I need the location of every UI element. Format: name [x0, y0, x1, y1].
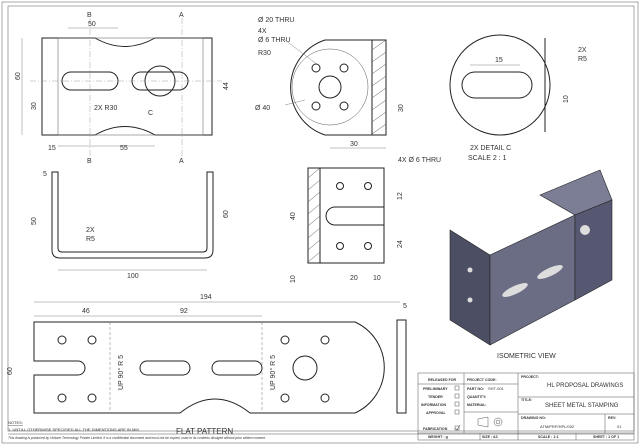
scale: SCALE : 1:1	[538, 435, 559, 439]
dim: 10	[290, 275, 297, 283]
dim: 2X	[578, 47, 587, 54]
drawing-no: ATM/PRP/HPL/002	[540, 424, 575, 429]
bend-note: UP 90° R 5	[269, 355, 277, 390]
callout: Ø 6 THRU	[258, 37, 291, 44]
disclaimer: This drawing is produced by Unilone Tech…	[8, 436, 266, 440]
drawing-frame	[7, 5, 635, 432]
check-icon	[455, 424, 461, 431]
dim: 55	[120, 145, 128, 152]
detail-caption: 2X DETAIL C	[470, 145, 511, 152]
callout: 4X	[258, 28, 267, 35]
checkbox-tender[interactable]	[454, 393, 460, 399]
dim: 44	[223, 82, 230, 90]
dim: 60	[15, 72, 22, 80]
dim: 24	[397, 240, 404, 248]
u-bend-view: 5 50 60 2X R5 100	[31, 171, 230, 280]
dim: 10	[373, 275, 381, 282]
checkbox-information[interactable]	[454, 401, 460, 407]
side-view-top: Ø 20 THRU 4X Ø 6 THRU R30 Ø 40 30 30	[255, 17, 405, 149]
flat-pattern-caption: FLAT PATTERN	[176, 427, 233, 436]
callout: 4X Ø 6 THRU	[398, 157, 441, 164]
project-label: PROJECT:	[521, 375, 539, 379]
weight: WEIGHT : g	[428, 435, 448, 439]
dim: 100	[127, 273, 139, 280]
bend-note: UP 90° R 5	[117, 355, 125, 390]
part-no-label: PART NO:	[467, 387, 484, 391]
checkbox-preliminary[interactable]	[454, 385, 460, 391]
drawing-title: SHEET METAL STAMPING	[545, 403, 619, 409]
material-label: MATERIAL:	[467, 403, 487, 407]
detail-label-c: C	[148, 110, 153, 117]
dim: 60	[7, 367, 14, 375]
section-label-b: B	[87, 12, 92, 19]
dim: 15	[48, 145, 56, 152]
project-name: HL PROPOSAL DRAWINGS	[547, 383, 623, 389]
dim: 5	[43, 171, 47, 178]
section-label-a: A	[179, 158, 184, 165]
detail-scale: SCALE 2 : 1	[468, 155, 507, 162]
dim: R5	[86, 236, 95, 243]
rev-label: REV:	[608, 416, 616, 420]
released-for-label: RELEASED FOR	[428, 378, 457, 382]
detail-c: 15 2X R5 10 2X DETAIL C SCALE 2 : 1	[449, 34, 587, 162]
isometric-caption: ISOMETRIC VIEW	[497, 353, 556, 360]
checklist-label: APPROVAL	[426, 411, 447, 415]
callout: Ø 20 THRU	[258, 17, 294, 24]
release-checklist: PRELIMINARY TENDER INFORMATION APPROVAL …	[421, 385, 461, 431]
checklist-label: FABRICATION	[423, 427, 448, 431]
projection-symbol-icon	[477, 416, 503, 428]
checklist-label: PRELIMINARY	[423, 387, 448, 391]
size: SIZE : A3	[482, 435, 498, 439]
section-label-b: B	[87, 158, 92, 165]
sheet: SHEET : 1 OF 1	[593, 435, 619, 439]
side-view-mid: 4X Ø 6 THRU 40 12 24 10 20 10	[290, 157, 441, 283]
dim: 50	[88, 21, 96, 28]
title-label: TITLE:	[521, 398, 532, 402]
quantity-label: QUANTITY:	[467, 395, 486, 399]
section-label-a: A	[179, 12, 184, 19]
checklist-label: TENDER	[428, 395, 443, 399]
title-block: RELEASED FOR PROJECT CODE: PRELIMINARY T…	[417, 372, 635, 441]
notes: NOTES: 1. UNTILL OTHERWISE SPECIFIED ALL…	[8, 420, 634, 440]
dim: 194	[200, 294, 212, 301]
isometric-view: ISOMETRIC VIEW	[449, 169, 613, 360]
dim: 60	[223, 210, 230, 218]
dim: 50	[31, 217, 38, 225]
dim: 15	[495, 57, 503, 64]
dim: 46	[82, 308, 90, 315]
part-no: SHT-001	[488, 386, 505, 391]
callout: Ø 40	[255, 105, 270, 112]
checklist-label: INFORMATION	[421, 403, 446, 407]
dim: 92	[180, 308, 188, 315]
dim: 30	[398, 104, 405, 112]
dim: 10	[563, 95, 570, 103]
dim: 2X	[86, 227, 95, 234]
front-view: B A B A C 50 60 30 44 2X R30 15 55	[15, 12, 230, 165]
callout: R30	[258, 50, 271, 57]
project-code-label: PROJECT CODE:	[467, 378, 497, 382]
dim: 30	[31, 102, 38, 110]
checkbox-approval[interactable]	[454, 409, 460, 415]
notes-heading: NOTES:	[8, 420, 23, 425]
rev: 01	[617, 424, 622, 429]
dim: 12	[397, 192, 404, 200]
dim: 2X R30	[94, 105, 117, 112]
drawing-no-label: DRAWING NO:	[521, 416, 546, 420]
dim: 30	[350, 141, 358, 148]
flat-pattern: 194 46 92 5 60 UP 90° R 5 UP 90° R 5 FLA…	[7, 294, 407, 436]
dim: 40	[290, 212, 297, 220]
dim: 20	[350, 275, 358, 282]
note-item: 1. UNTILL OTHERWISE SPECIFIED ALL THE DI…	[8, 427, 139, 432]
dim: 5	[403, 303, 407, 310]
dim: R5	[578, 56, 587, 63]
